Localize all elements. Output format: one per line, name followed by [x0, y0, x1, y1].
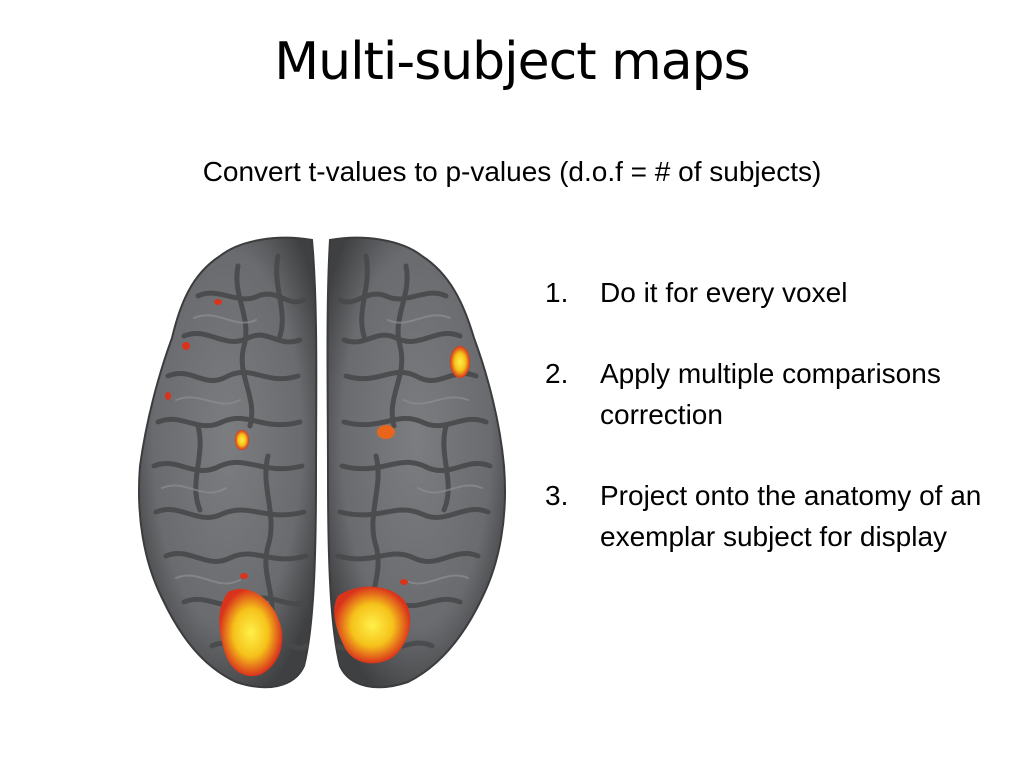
list-item-text: Do it for every voxel	[600, 277, 848, 308]
list-item: 1. Do it for every voxel	[545, 272, 1005, 313]
list-item-number: 1.	[545, 277, 569, 308]
list-item-number: 2.	[545, 358, 569, 389]
slide-title: Multi-subject maps	[274, 32, 751, 92]
list-item: 2. Apply multiple comparisons correction	[545, 353, 1005, 435]
activation-spots	[165, 299, 470, 677]
list-item-text: Project onto the anatomy of an exemplar …	[600, 480, 982, 552]
list-item-number: 3.	[545, 480, 569, 511]
list-item-text: Apply multiple comparisons correction	[600, 358, 941, 430]
steps-list: 1. Do it for every voxel 2. Apply multip…	[545, 272, 1005, 597]
brain-activation-image	[137, 236, 507, 689]
list-item: 3. Project onto the anatomy of an exempl…	[545, 475, 1005, 557]
slide-subtitle: Convert t-values to p-values (d.o.f = # …	[202, 156, 822, 187]
